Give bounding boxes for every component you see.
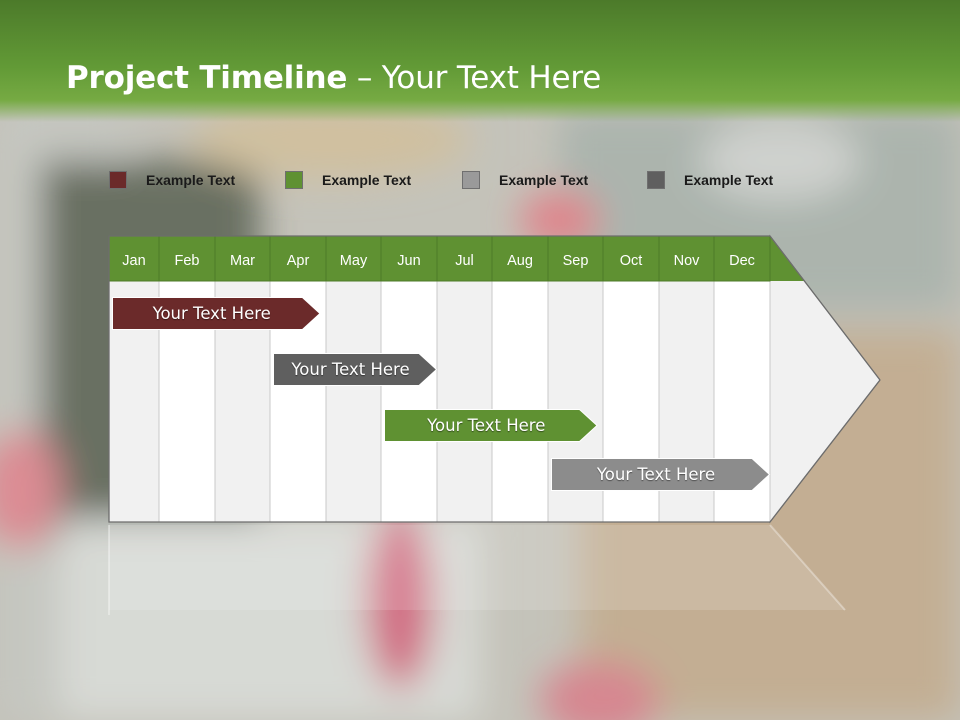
task-bar-arrow [384,409,598,442]
month-label: Apr [287,253,310,269]
month-column [436,280,493,523]
task-bar-arrow [273,353,438,386]
month-header-cell [547,235,604,282]
task-bar-shape [112,297,321,330]
legend-label: Example Text [322,172,412,188]
month-label: Aug [507,253,533,269]
timeline-reflection [109,525,845,610]
month-label: May [340,253,368,269]
month-column [380,280,438,523]
reflection-right-edge [769,524,846,611]
task-bar-label: Your Text Here [596,465,716,484]
month-header-cell [214,235,271,282]
slide-title: Project Timeline – Your Text Here [66,60,601,96]
month-label: Nov [674,253,701,269]
task-bar-label: Your Text Here [152,304,271,323]
legend-swatch [647,171,665,189]
month-label: Dec [729,253,755,269]
month-column [491,280,549,523]
legend-label: Example Text [684,172,774,188]
task-bar-shape [273,353,438,386]
title-banner: Project Timeline – Your Text Here [0,0,960,122]
month-label: Sep [563,253,589,269]
legend-label: Example Text [146,172,236,188]
task-bar-label: Your Text Here [291,360,410,379]
slide-title-rest: – Your Text Here [347,60,602,96]
month-label: Jan [122,253,145,269]
task-bar-arrow [551,458,771,491]
legend-swatch [109,171,127,189]
task-bar: Your Text Here [551,458,771,491]
task-bar-label: Your Text Here [427,416,546,435]
month-header-cell [658,235,715,282]
month-label: Feb [175,253,200,269]
month-label: Jul [455,253,474,269]
month-header-cell [108,235,160,282]
month-header-cell [158,235,216,282]
task-bar-shape [384,409,598,442]
month-label: Mar [230,253,255,269]
month-column [325,280,382,523]
task-bar: Your Text Here [273,353,438,386]
month-header-cell [380,235,438,282]
month-header-cell [713,235,771,282]
legend-label: Example Text [499,172,589,188]
month-label: Jun [397,253,420,269]
month-label: Oct [620,253,643,269]
task-bar-shape [551,458,771,491]
month-header-cell [491,235,549,282]
legend-swatch [462,171,480,189]
slide-title-bold: Project Timeline [66,60,348,96]
task-bar: Your Text Here [112,297,321,330]
task-bar-arrow [112,297,321,330]
timeline-outline [108,235,881,523]
month-header-cell [325,235,382,282]
task-bar: Your Text Here [384,409,598,442]
legend-swatch [285,171,303,189]
